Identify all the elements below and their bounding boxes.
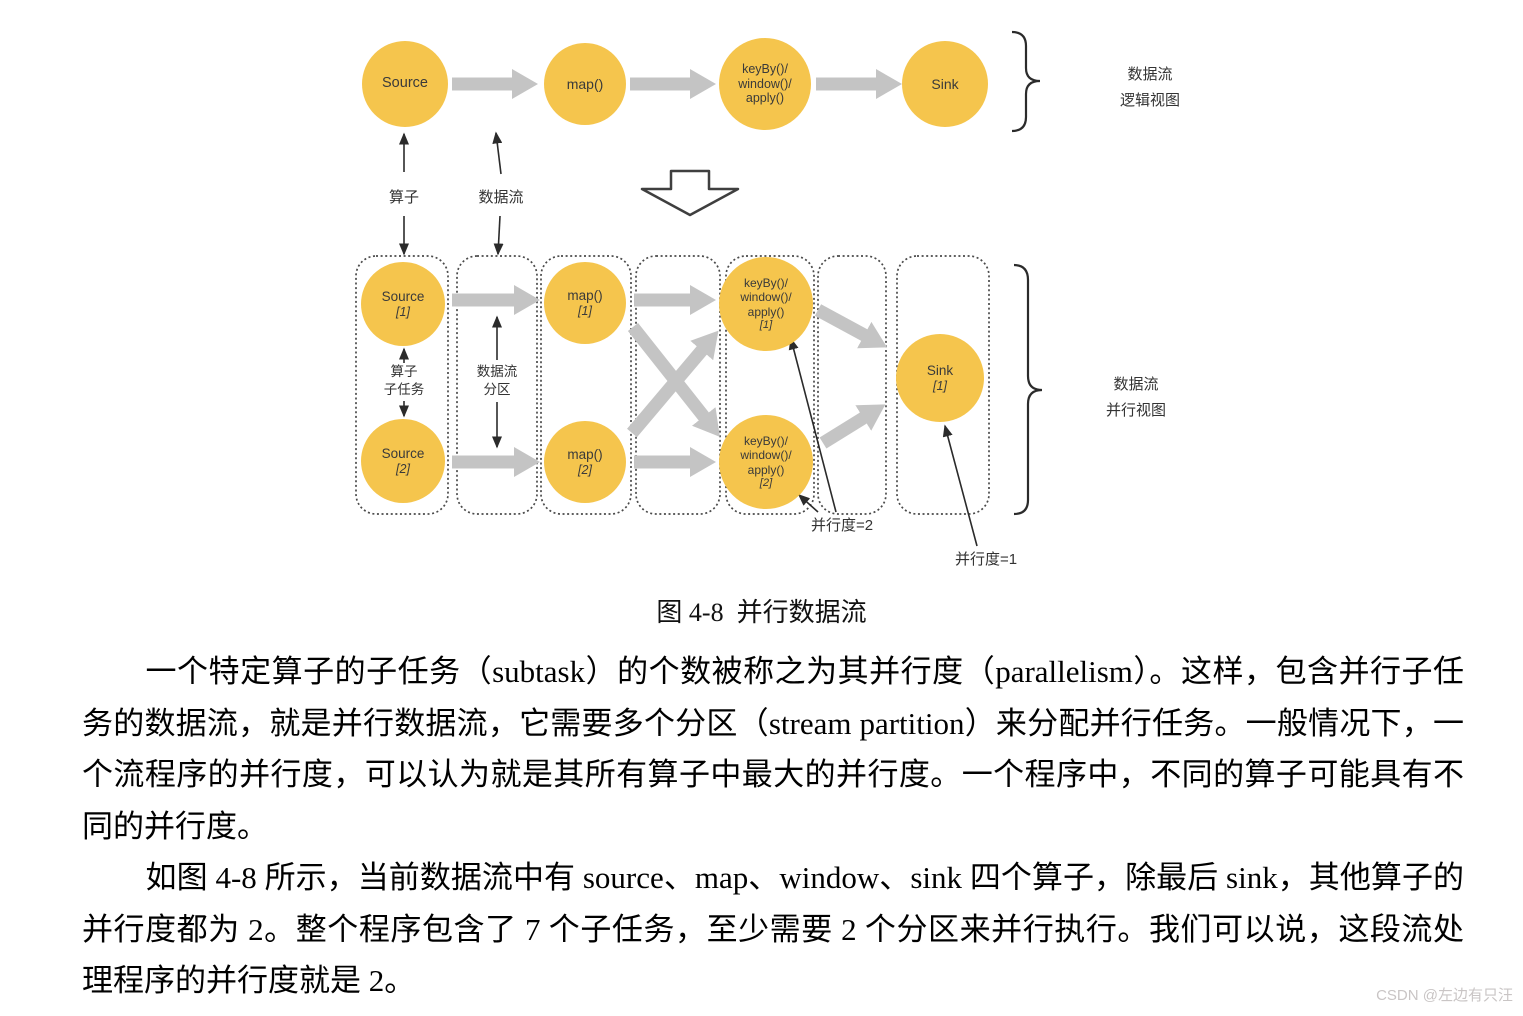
node-sink: Sink <box>902 41 988 127</box>
column-merge <box>817 255 887 515</box>
node-map: map() <box>544 43 626 125</box>
node-map-1: map() [1] <box>544 262 626 344</box>
parallelism2-arrow-keyby1 <box>788 337 837 513</box>
logical-view-bracket <box>1011 30 1041 133</box>
node-sink-label: Sink <box>931 75 959 92</box>
paragraph-1: 一个特定算子的子任务（subtask）的个数被称之为其并行度（paralleli… <box>82 654 1464 844</box>
dataflow-arrow-down <box>493 215 504 256</box>
node-source-2: Source [2] <box>361 419 445 503</box>
flow-arrow-map2-keyby1 <box>627 330 719 438</box>
dataflow-figure <box>355 30 1043 547</box>
parallelism1-arrow-sink <box>942 424 978 547</box>
flow-arrow-map1-keyby2 <box>627 322 720 437</box>
dataflow-label: 数据流 <box>478 189 524 206</box>
figure-caption: 图 4-8 并行数据流 <box>656 598 867 627</box>
node-map-2: map() [2] <box>544 421 626 503</box>
flow-arrow-keyby2-sink1 <box>819 404 886 449</box>
dataflow-arrow-up <box>492 131 503 175</box>
logical-view-label: 数据流 逻辑视图 <box>1119 66 1180 109</box>
node-sink-1: Sink [1] <box>896 334 984 422</box>
parallel-view-label: 数据流 并行视图 <box>1105 376 1166 419</box>
node-source-1: Source [1] <box>361 262 445 346</box>
paragraph-2: 如图 4-8 所示，当前数据流中有 source、map、window、sink… <box>82 860 1464 998</box>
node-keyby-1: keyBy()/ window()/ apply() [1] <box>719 257 813 351</box>
column-stream-partition <box>456 255 538 515</box>
subtask-label: 算子 子任务 <box>383 364 425 397</box>
operator-label: 算子 <box>388 189 419 206</box>
column-shuffle <box>635 255 721 515</box>
node-map-label: map() <box>566 75 604 92</box>
column-map-subtasks <box>540 255 632 515</box>
body-text: 一个特定算子的子任务（subtask）的个数被称之为其并行度（paralleli… <box>82 646 1464 1007</box>
node-source-label: Source <box>382 75 428 92</box>
down-arrow-icon <box>640 169 740 217</box>
partition-label: 数据流 分区 <box>476 364 518 397</box>
parallelism-1-label: 并行度=1 <box>954 551 1018 568</box>
column-source-subtasks <box>355 255 449 515</box>
node-keyby: keyBy()/ window()/ apply() <box>719 38 811 130</box>
flow-arrow-keyby1-sink1 <box>814 304 888 349</box>
watermark: CSDN @左边有只汪 <box>1376 987 1513 1004</box>
parallel-view-bracket <box>1013 263 1043 516</box>
column-keyby-subtasks <box>725 255 815 515</box>
node-source: Source <box>362 41 448 127</box>
parallelism-2-label: 并行度=2 <box>810 517 874 534</box>
node-keyby-2: keyBy()/ window()/ apply() [2] <box>719 415 813 509</box>
parallelism2-arrow-keyby2 <box>797 493 819 513</box>
